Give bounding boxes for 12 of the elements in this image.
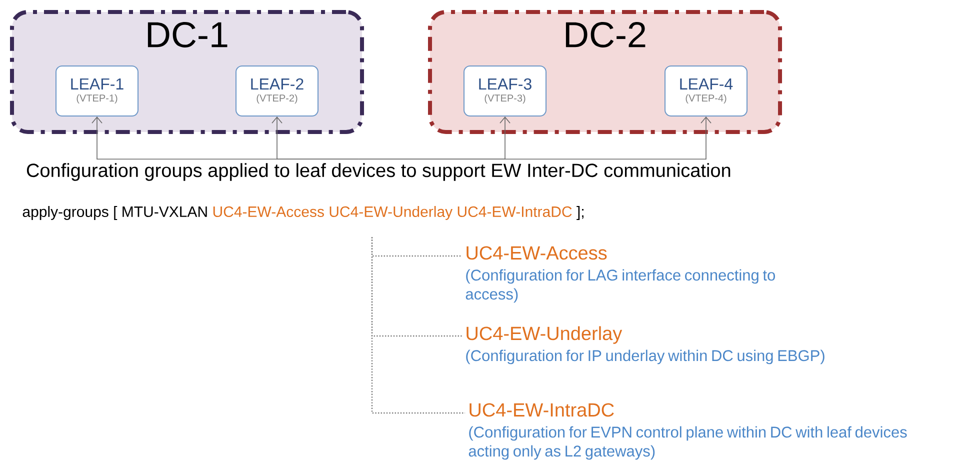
dotted-line	[372, 236, 466, 414]
leaf-box: LEAF-1 (VTEP-1)	[56, 66, 138, 116]
leaf-box: LEAF-4 (VTEP-4)	[664, 66, 748, 116]
config-group-text: UC4-EW-Underlay (Configuration for IP underlay within DC using EBGP)	[466, 326, 824, 364]
caption-text: Configuration groups applied to leaf devices to support EW Inter-DC communication	[26, 163, 730, 181]
leaf-box: LEAF-3 (VTEP-3)	[464, 66, 546, 116]
config-group-text: UC4-EW-IntraDC (Configuration for EVPN control plane within DC with leaf devices acting only as L2 gateways)	[468, 403, 907, 460]
arrow	[358, 116, 712, 160]
config-group-text: UC4-EW-Access (Configuration for LAG interface connecting to access)	[466, 246, 775, 303]
leaf-box: LEAF-2 (VTEP-2)	[236, 66, 318, 116]
arrow	[272, 116, 360, 160]
code-line: apply-groups [ MTU-VXLAN UC4-EW-Access UC4-EW-Underlay UC4-EW-IntraDC ];	[22, 206, 584, 220]
